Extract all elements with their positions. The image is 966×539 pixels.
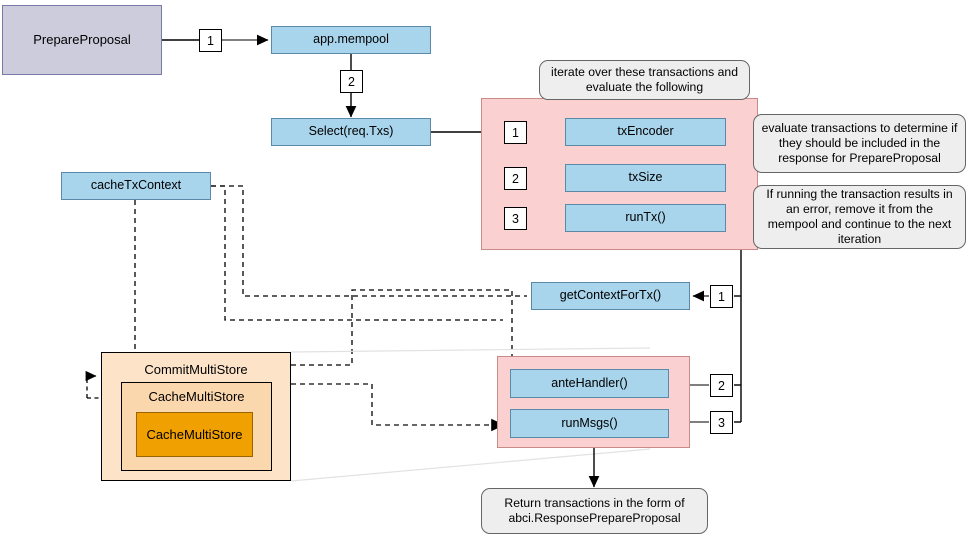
badge-select-step: 2 bbox=[340, 70, 363, 93]
node-app-mempool-label: app.mempool bbox=[313, 32, 389, 47]
badge-iter-3-label: 3 bbox=[512, 211, 519, 226]
node-tx-encoder-label: txEncoder bbox=[617, 124, 674, 139]
node-get-context-for-tx-label: getContextForTx() bbox=[559, 288, 662, 303]
badge-runtx-1-label: 1 bbox=[718, 289, 725, 304]
callout-return-text: Return transactions in the form of abci.… bbox=[504, 496, 685, 525]
group-commit-multi-store-label: CommitMultiStore bbox=[144, 362, 248, 377]
callout-return: Return transactions in the form of abci.… bbox=[481, 488, 708, 534]
node-prepare-proposal-label: PrepareProposal bbox=[33, 32, 131, 48]
badge-mempool-step-label: 1 bbox=[207, 33, 214, 48]
node-cache-multi-store-inner[interactable]: CacheMultiStore bbox=[136, 412, 253, 457]
callout-error-text: If running the transaction results in an… bbox=[766, 187, 953, 246]
badge-runtx-3-label: 3 bbox=[718, 415, 725, 430]
badge-iter-3: 3 bbox=[504, 207, 527, 230]
node-get-context-for-tx[interactable]: getContextForTx() bbox=[531, 282, 690, 310]
node-run-tx-label: runTx() bbox=[625, 210, 666, 225]
badge-select-step-label: 2 bbox=[348, 74, 355, 89]
node-tx-size[interactable]: txSize bbox=[565, 164, 726, 192]
badge-iter-2-label: 2 bbox=[512, 171, 519, 186]
badge-mempool-step: 1 bbox=[199, 29, 222, 52]
node-select-req-txs[interactable]: Select(req.Txs) bbox=[271, 118, 431, 146]
node-prepare-proposal[interactable]: PrepareProposal bbox=[2, 5, 162, 75]
badge-iter-2: 2 bbox=[504, 167, 527, 190]
node-cache-tx-context[interactable]: cacheTxContext bbox=[61, 172, 211, 200]
badge-iter-1-label: 1 bbox=[512, 125, 519, 140]
callout-iterate: iterate over these transactions and eval… bbox=[539, 60, 750, 100]
node-app-mempool[interactable]: app.mempool bbox=[271, 26, 431, 54]
badge-runtx-2: 2 bbox=[710, 374, 733, 397]
callout-iterate-text: iterate over these transactions and eval… bbox=[551, 65, 738, 94]
badge-iter-1: 1 bbox=[504, 121, 527, 144]
node-run-msgs[interactable]: runMsgs() bbox=[510, 409, 669, 438]
node-tx-size-label: txSize bbox=[628, 170, 663, 185]
node-ante-handler[interactable]: anteHandler() bbox=[510, 369, 669, 398]
badge-runtx-2-label: 2 bbox=[718, 378, 725, 393]
group-cache-multi-store-outer-label: CacheMultiStore bbox=[148, 389, 245, 404]
node-cache-tx-context-label: cacheTxContext bbox=[90, 178, 182, 193]
callout-evaluate: evaluate transactions to determine if th… bbox=[753, 114, 966, 173]
callout-error: If running the transaction results in an… bbox=[753, 185, 966, 249]
node-run-msgs-label: runMsgs() bbox=[561, 415, 618, 430]
node-run-tx[interactable]: runTx() bbox=[565, 204, 726, 232]
callout-evaluate-text: evaluate transactions to determine if th… bbox=[761, 121, 958, 165]
node-cache-multi-store-inner-label: CacheMultiStore bbox=[146, 426, 243, 442]
node-ante-handler-label: anteHandler() bbox=[551, 375, 628, 390]
node-select-req-txs-label: Select(req.Txs) bbox=[308, 124, 394, 139]
badge-runtx-3: 3 bbox=[710, 411, 733, 434]
badge-runtx-1: 1 bbox=[710, 285, 733, 308]
node-tx-encoder[interactable]: txEncoder bbox=[565, 118, 726, 146]
